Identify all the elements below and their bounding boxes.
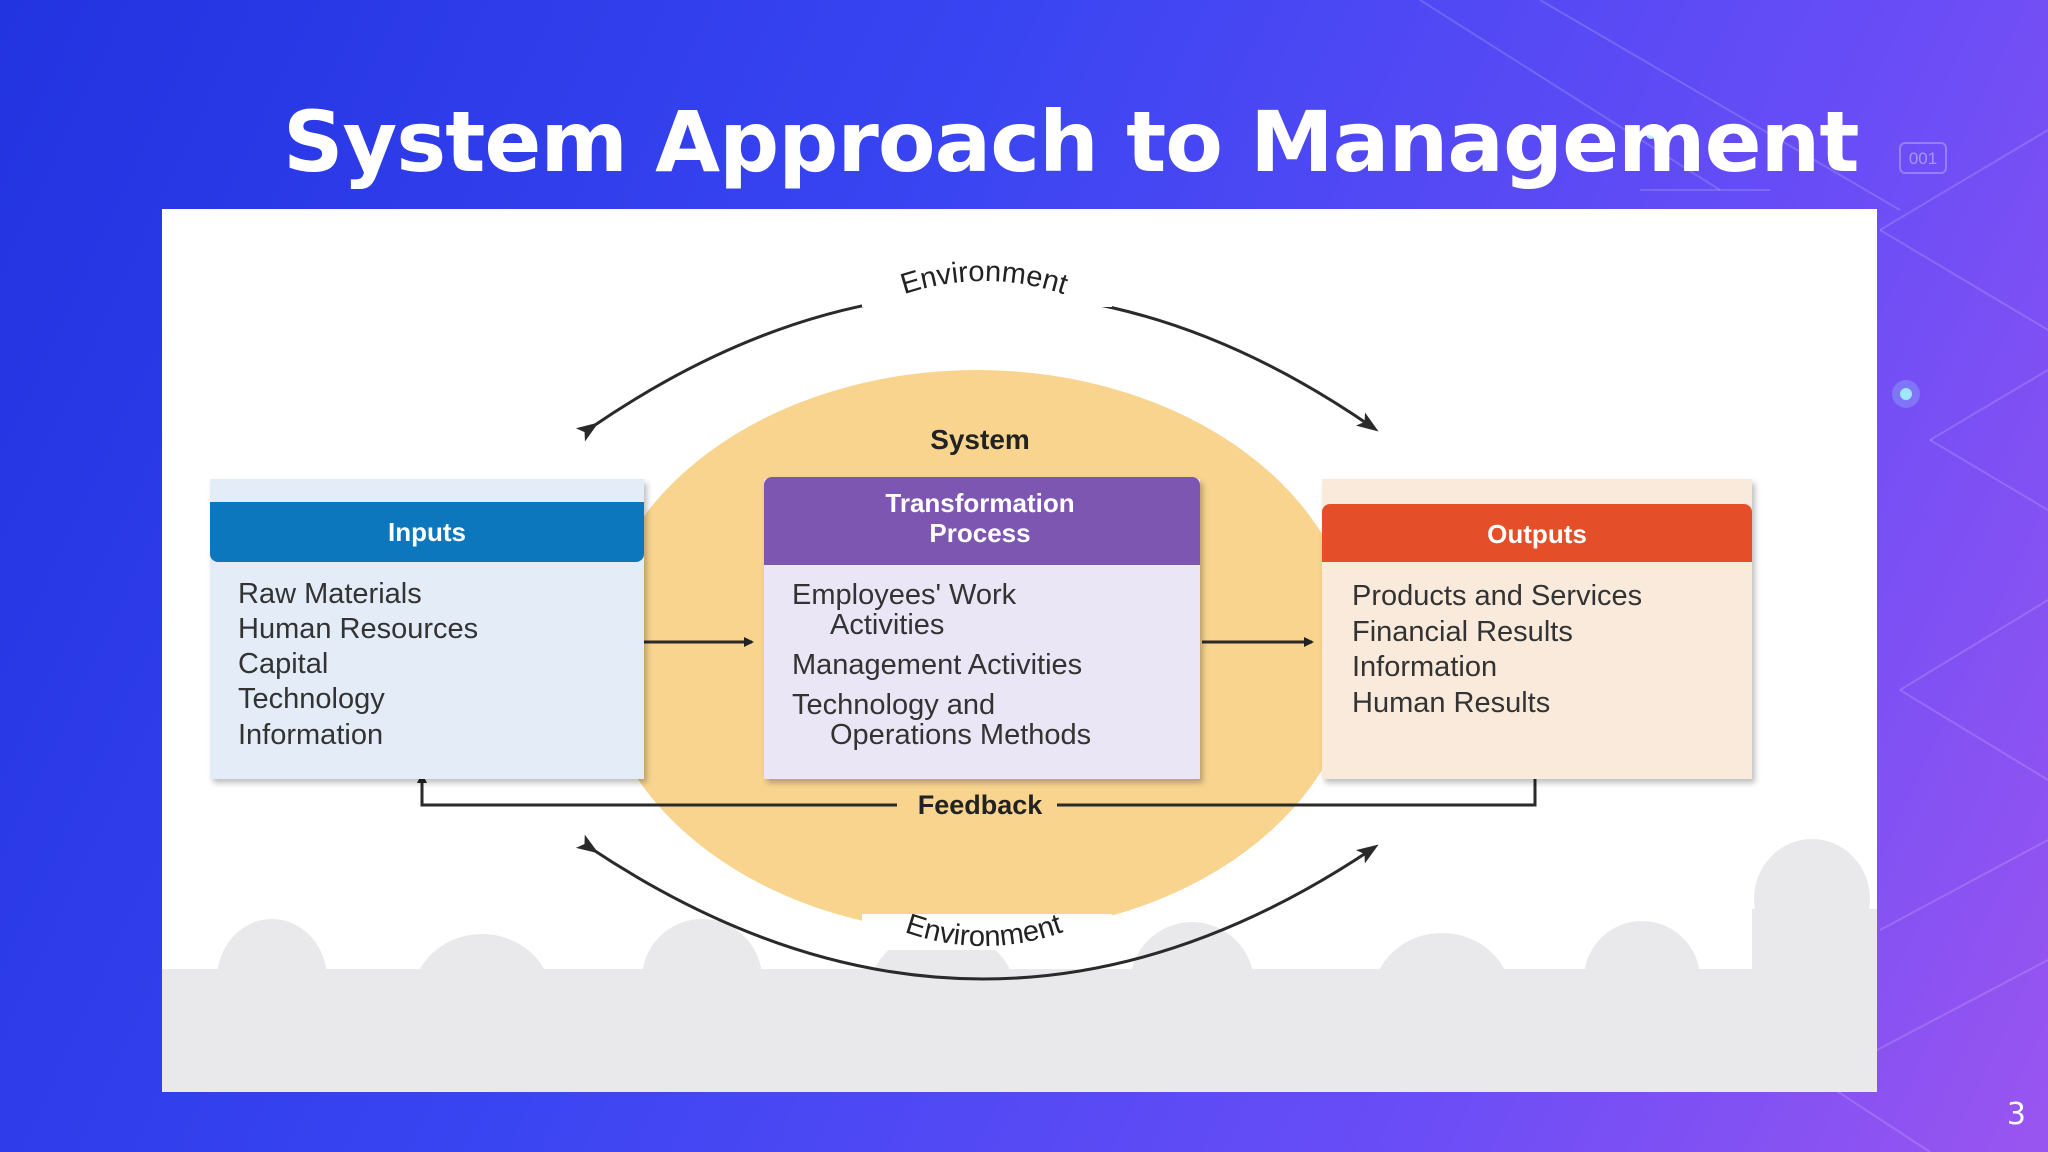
outputs-item: Products and Services [1352,580,1642,612]
environment-arc-bottom [575,834,1379,981]
transformation-item: Employees' Work [792,579,1017,611]
transformation-item: Activities [830,609,944,641]
outputs-box [1322,479,1752,779]
outputs-header-label: Outputs [1487,519,1587,549]
inputs-box [210,479,644,779]
audience-silhouettes [162,839,1877,1092]
system-label: System [930,424,1030,455]
inputs-item: Information [238,719,383,751]
inputs-item: Raw Materials [238,578,422,610]
outputs-item: Human Results [1352,687,1550,719]
transformation-header-line1: Transformation [885,488,1074,518]
transformation-item: Operations Methods [830,719,1091,751]
outputs-item: Information [1352,651,1497,683]
inputs-item: Technology [238,683,385,715]
transformation-item: Technology and [792,689,995,721]
slide-title: System Approach to Management [283,93,1859,191]
page-number: 3 [2006,1097,2026,1132]
feedback-label: Feedback [918,790,1044,820]
inputs-item: Capital [238,648,328,680]
transformation-box [764,477,1200,779]
diagram-panel: Environment Environment System Feedback … [162,209,1877,1092]
transformation-item: Management Activities [792,649,1082,681]
outputs-item: Financial Results [1352,616,1573,648]
inputs-header-label: Inputs [388,517,466,547]
transformation-header-line2: Process [929,518,1030,548]
inputs-item: Human Resources [238,613,478,645]
glow-dot [1900,388,1912,400]
deco-badge-text: 001 [1909,149,1937,168]
glow-dot-title [1646,129,1656,139]
